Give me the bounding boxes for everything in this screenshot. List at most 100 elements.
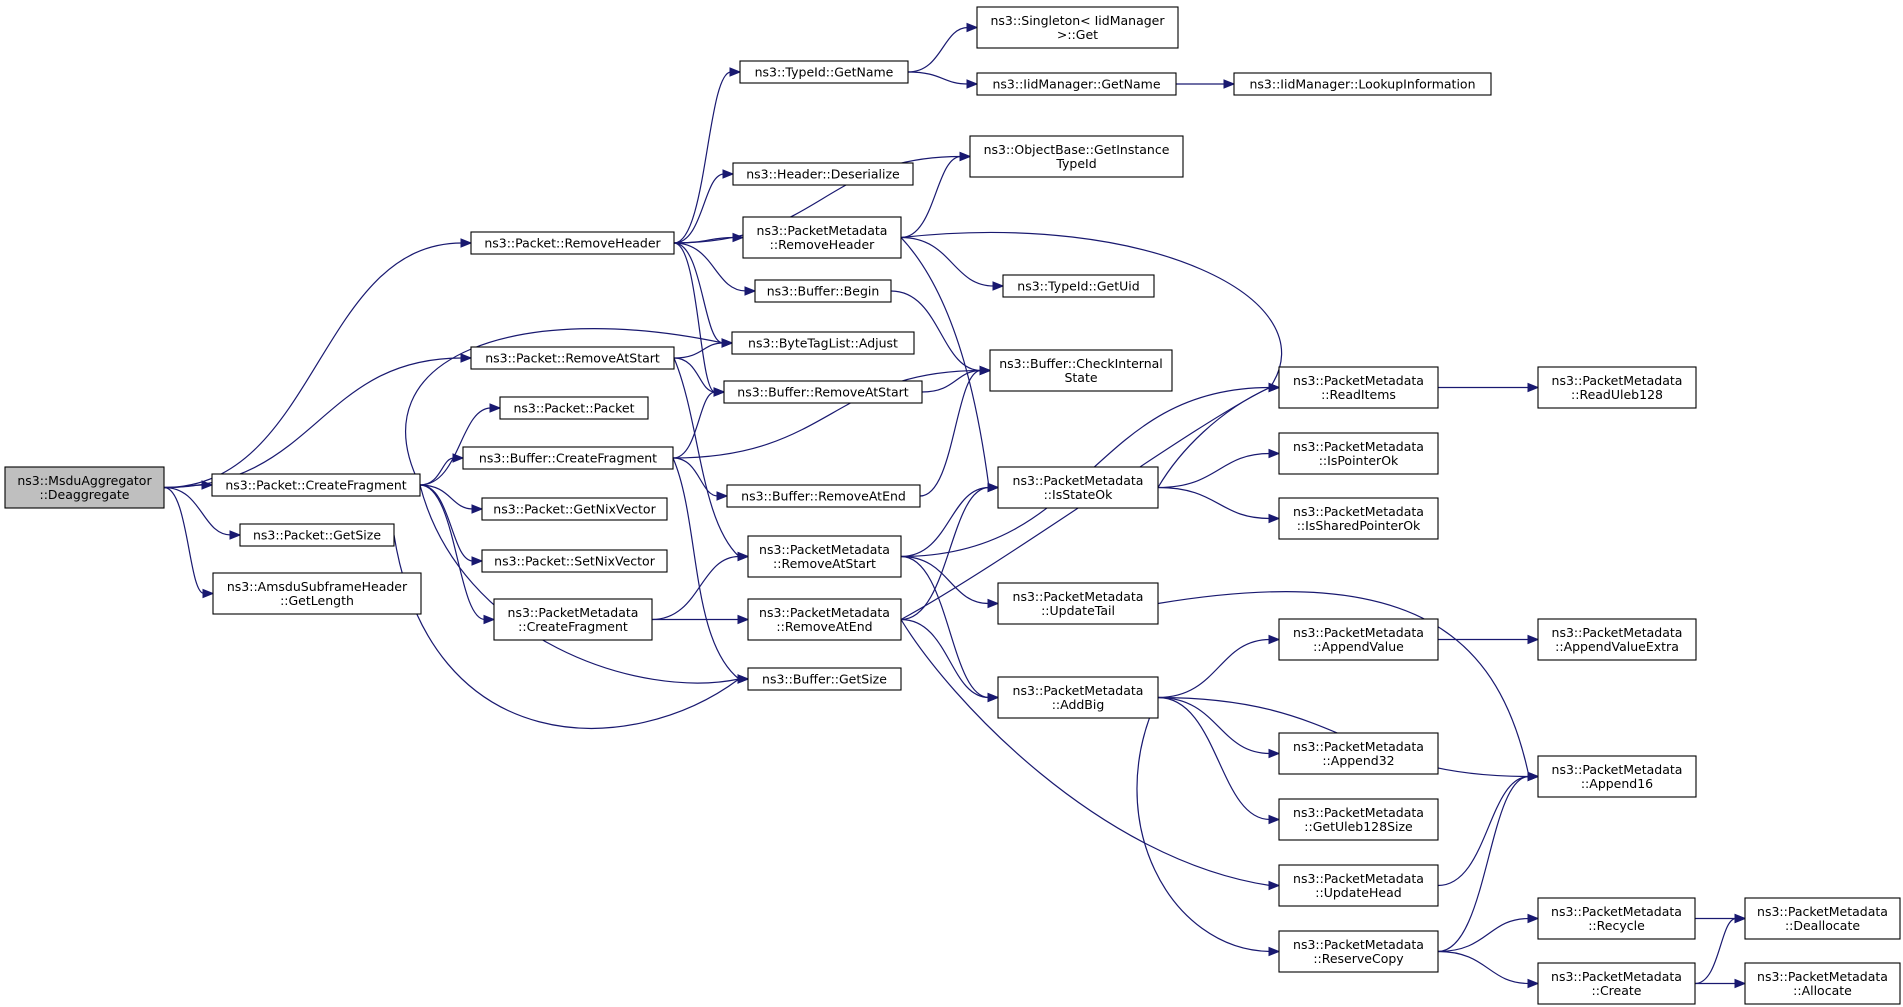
edge-pmAddBig-to-pmAppend32	[1157, 696, 1281, 759]
node-label: ns3::Packet::RemoveHeader	[484, 236, 661, 251]
node-label: ns3::Packet::CreateFragment	[225, 478, 406, 493]
node-pmAppendValue[interactable]: ns3::PacketMetadata::AppendValue	[1278, 618, 1439, 661]
node-tidGetName[interactable]: ns3::TypeId::GetName	[739, 60, 909, 84]
node-pmUpdateTail[interactable]: ns3::PacketMetadata::UpdateTail	[997, 582, 1159, 625]
edge-pmCreateFragment-to-pmRemoveAtStart	[651, 551, 750, 621]
edge-pmAddBig-to-pmAppendValue	[1157, 634, 1281, 699]
node-label: ns3::PacketMetadata	[759, 542, 890, 557]
node-box	[1233, 72, 1492, 96]
edge-pmRemoveHeader-to-tidGetUid	[900, 236, 1005, 291]
edge-line	[900, 155, 962, 239]
node-pmDeallocate[interactable]: ns3::PacketMetadata::Deallocate	[1744, 897, 1901, 940]
arrowhead-icon	[966, 79, 979, 89]
arrowhead-icon	[737, 551, 750, 562]
node-pmAddBig[interactable]: ns3::PacketMetadata::AddBig	[997, 676, 1159, 719]
node-btlAdjust[interactable]: ns3::ByteTagList::Adjust	[731, 331, 915, 355]
node-pmGetUleb128Size[interactable]: ns3::PacketMetadata::GetUleb128Size	[1278, 798, 1439, 841]
node-pPacket[interactable]: ns3::Packet::Packet	[499, 396, 649, 420]
edge-line	[419, 484, 486, 621]
node-pRemoveAtStart[interactable]: ns3::Packet::RemoveAtStart	[470, 346, 675, 370]
edge-line	[672, 391, 716, 459]
node-box	[1002, 274, 1155, 298]
node-box	[997, 582, 1159, 625]
node-pmAppend16[interactable]: ns3::PacketMetadata::Append16	[1537, 755, 1697, 798]
node-pmUpdateHead[interactable]: ns3::PacketMetadata::UpdateHead	[1278, 864, 1439, 907]
node-label: ns3::Header::Deserialize	[746, 167, 900, 182]
node-tidGetUid[interactable]: ns3::TypeId::GetUid	[1002, 274, 1155, 298]
arrowhead-icon	[1268, 513, 1281, 524]
node-box	[731, 331, 915, 355]
node-pGetNix[interactable]: ns3::Packet::GetNixVector	[481, 497, 668, 521]
node-iidLookup[interactable]: ns3::IidManager::LookupInformation	[1233, 72, 1492, 96]
node-pmRemoveAtStart[interactable]: ns3::PacketMetadata::RemoveAtStart	[747, 535, 902, 578]
node-pmCreate[interactable]: ns3::PacketMetadata::Create	[1537, 962, 1696, 1005]
node-pRemoveHeader[interactable]: ns3::Packet::RemoveHeader	[470, 231, 675, 255]
node-pmIsStateOk[interactable]: ns3::PacketMetadata::IsStateOk	[997, 466, 1159, 509]
node-label: ::Allocate	[1793, 983, 1852, 998]
node-pmReserveCopy[interactable]: ns3::PacketMetadata::ReserveCopy	[1278, 930, 1439, 973]
node-pCreateFragment[interactable]: ns3::Packet::CreateFragment	[211, 473, 421, 497]
node-pmIsSharedPointerOk[interactable]: ns3::PacketMetadata::IsSharedPointerOk	[1278, 497, 1439, 540]
node-box	[499, 396, 649, 420]
node-label: ::AppendValueExtra	[1555, 639, 1679, 654]
node-bRemoveAtStart[interactable]: ns3::Buffer::RemoveAtStart	[723, 380, 923, 404]
arrowhead-icon	[987, 482, 1000, 493]
node-bGetSize[interactable]: ns3::Buffer::GetSize	[747, 667, 902, 691]
node-pmAppend32[interactable]: ns3::PacketMetadata::Append32	[1278, 732, 1439, 775]
node-pmRemoveAtEnd[interactable]: ns3::PacketMetadata::RemoveAtEnd	[747, 598, 902, 641]
node-pmRecycle[interactable]: ns3::PacketMetadata::Recycle	[1537, 897, 1696, 940]
edge-pmIsStateOk-to-pmIsSharedPointerOk	[1157, 486, 1281, 524]
node-label: ::IsStateOk	[1044, 487, 1114, 502]
arrowhead-icon	[1268, 814, 1281, 825]
node-box	[493, 598, 653, 641]
node-label: ns3::MsduAggregator	[17, 473, 152, 488]
node-pmRemoveHeader[interactable]: ns3::PacketMetadata::RemoveHeader	[742, 216, 902, 259]
node-label: ns3::ByteTagList::Adjust	[748, 336, 898, 351]
node-pmAppendValueExtra[interactable]: ns3::PacketMetadata::AppendValueExtra	[1537, 618, 1697, 661]
node-bRemoveAtEnd[interactable]: ns3::Buffer::RemoveAtEnd	[726, 484, 921, 508]
node-root[interactable]: ns3::MsduAggregator::Deaggregate	[4, 466, 165, 509]
node-label: ns3::PacketMetadata	[1552, 373, 1683, 388]
node-label: ns3::PacketMetadata	[1552, 625, 1683, 640]
node-label: ns3::PacketMetadata	[759, 605, 890, 620]
node-pSetNix[interactable]: ns3::Packet::SetNixVector	[481, 549, 668, 573]
edge-line	[890, 290, 982, 372]
edge-line	[651, 555, 740, 621]
edge-iidGetName-to-iidLookup	[1176, 79, 1236, 89]
edge-pmRemoveAtEnd-to-pmIsStateOk	[900, 482, 1000, 621]
node-label: ::CreateFragment	[518, 619, 628, 634]
edge-line	[673, 71, 732, 244]
node-box	[997, 466, 1159, 509]
arrowhead-icon	[737, 674, 750, 684]
node-pmIsPointerOk[interactable]: ns3::PacketMetadata::IsPointerOk	[1278, 432, 1439, 475]
node-pmReadUleb[interactable]: ns3::PacketMetadata::ReadUleb128	[1537, 366, 1697, 409]
arrowhead-icon	[1268, 448, 1281, 459]
node-bCreateFragment[interactable]: ns3::Buffer::CreateFragment	[462, 446, 674, 470]
node-bBegin[interactable]: ns3::Buffer::Begin	[754, 279, 892, 303]
node-hdrDeserialize[interactable]: ns3::Header::Deserialize	[732, 162, 914, 186]
node-pmCreateFragment[interactable]: ns3::PacketMetadata::CreateFragment	[493, 598, 653, 641]
node-label: ns3::PacketMetadata	[1757, 969, 1888, 984]
node-singletonGet[interactable]: ns3::Singleton< IidManager >::Get	[976, 6, 1179, 49]
edge-pmRemoveAtStart-to-pmUpdateTail	[900, 555, 1000, 609]
edge-line	[673, 357, 716, 393]
node-pGetSize[interactable]: ns3::Packet::GetSize	[239, 523, 395, 547]
arrowhead-icon	[979, 365, 992, 376]
arrowhead-icon	[1527, 634, 1540, 645]
node-label: ns3::Buffer::GetSize	[762, 672, 887, 687]
edge-pmCreate-to-pmAllocate	[1695, 978, 1747, 989]
node-asfGetLength[interactable]: ns3::AmsduSubframeHeader::GetLength	[212, 572, 422, 615]
node-pmAllocate[interactable]: ns3::PacketMetadata::Allocate	[1744, 962, 1901, 1005]
node-label: ::Append16	[1581, 776, 1653, 791]
node-iidGetName[interactable]: ns3::IidManager::GetName	[976, 72, 1177, 96]
node-pmReadItems[interactable]: ns3::PacketMetadata::ReadItems	[1278, 366, 1439, 409]
node-label: ns3::PacketMetadata	[1293, 439, 1424, 454]
node-label: ns3::Packet::RemoveAtStart	[485, 351, 660, 366]
node-label: ::IsSharedPointerOk	[1297, 518, 1421, 533]
arrowhead-icon	[1527, 913, 1540, 924]
node-label: ns3::Buffer::Begin	[767, 284, 880, 299]
edge-line	[1694, 917, 1737, 985]
edge-line	[672, 369, 982, 459]
